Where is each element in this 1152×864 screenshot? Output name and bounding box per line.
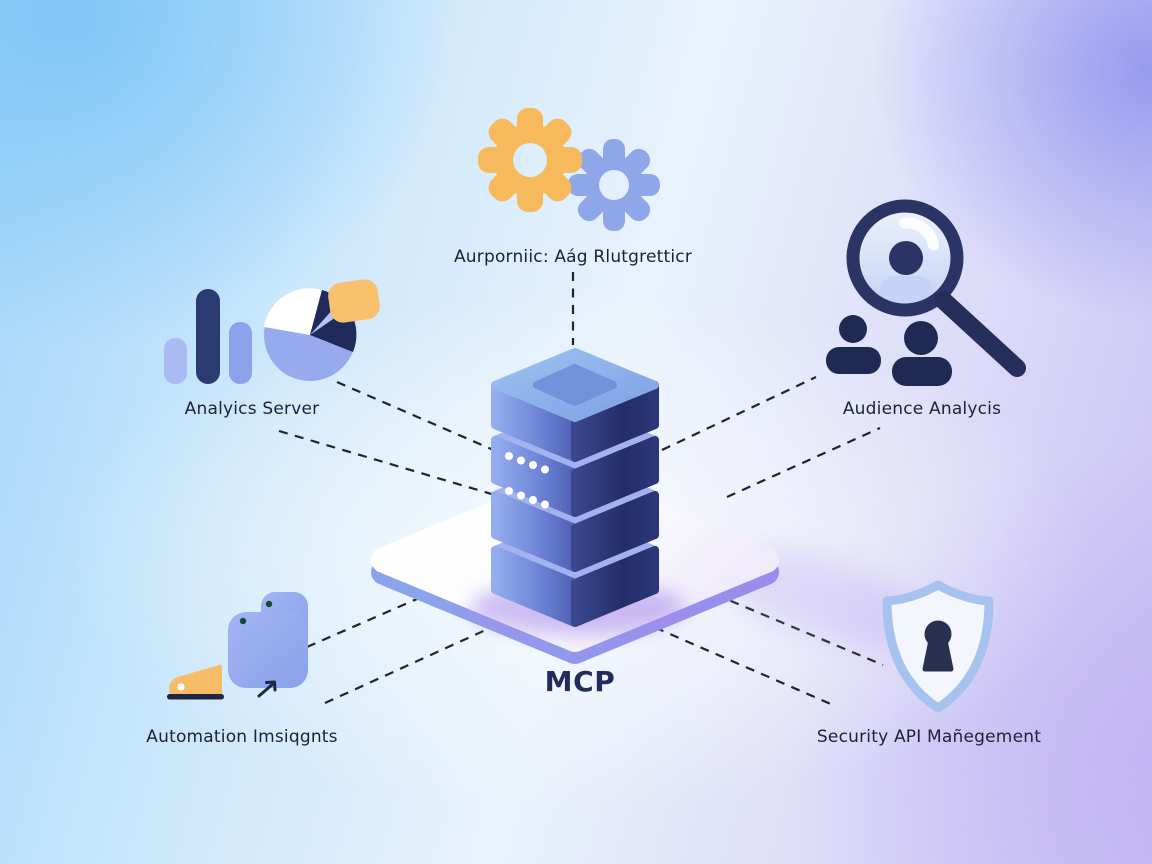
wedge-base xyxy=(167,694,224,700)
server-top-plate xyxy=(533,364,617,406)
connector-upper-left-b xyxy=(278,429,506,500)
lens-person xyxy=(880,217,940,303)
blob-dot-2 xyxy=(265,600,273,608)
node-label-bottom-right: Security API Mañegement xyxy=(816,727,1042,747)
orange-blob xyxy=(328,279,380,323)
node-label-left: Analyics Server xyxy=(184,399,320,419)
dashed-connector-lines xyxy=(278,272,884,707)
node-label-bottom-left: Automation Imsiqgnts xyxy=(146,727,338,747)
connector-upper-left-a xyxy=(336,380,506,457)
center-hub-label: MCP xyxy=(544,665,616,698)
server-led-dots xyxy=(505,452,549,509)
bar-1 xyxy=(164,338,187,384)
shield-keyhole-icon xyxy=(882,580,994,713)
blob-dot-1 xyxy=(239,617,247,625)
connector-upper-right-b xyxy=(726,426,881,499)
connector-lower-left-b xyxy=(324,616,513,705)
isometric-platform xyxy=(371,468,942,664)
node-label-top: Aurporniic: Aág Rlutgretticr xyxy=(453,247,693,267)
magnifier-handle xyxy=(934,291,1026,377)
node-label-right: Audience Analycis xyxy=(842,399,1002,419)
keyhole xyxy=(922,620,954,672)
gear-orange xyxy=(478,108,582,212)
wedge-dot xyxy=(177,683,185,691)
people-silhouettes xyxy=(826,315,952,386)
bar-pie-chart-icon xyxy=(164,279,380,384)
bar-2 xyxy=(196,289,220,384)
orange-wedge xyxy=(169,664,222,697)
bar-3 xyxy=(229,322,252,384)
gear-blue xyxy=(568,139,660,231)
automation-blocks-icon xyxy=(167,592,308,700)
magnifier-people-icon xyxy=(826,199,1026,386)
lens-ring xyxy=(846,199,964,317)
gears-icon xyxy=(478,108,660,231)
connector-lower-right-b xyxy=(639,619,834,707)
arrow-up-right-icon xyxy=(257,680,277,698)
server-stack-icon xyxy=(491,348,659,627)
connector-upper-right-a xyxy=(661,376,817,451)
